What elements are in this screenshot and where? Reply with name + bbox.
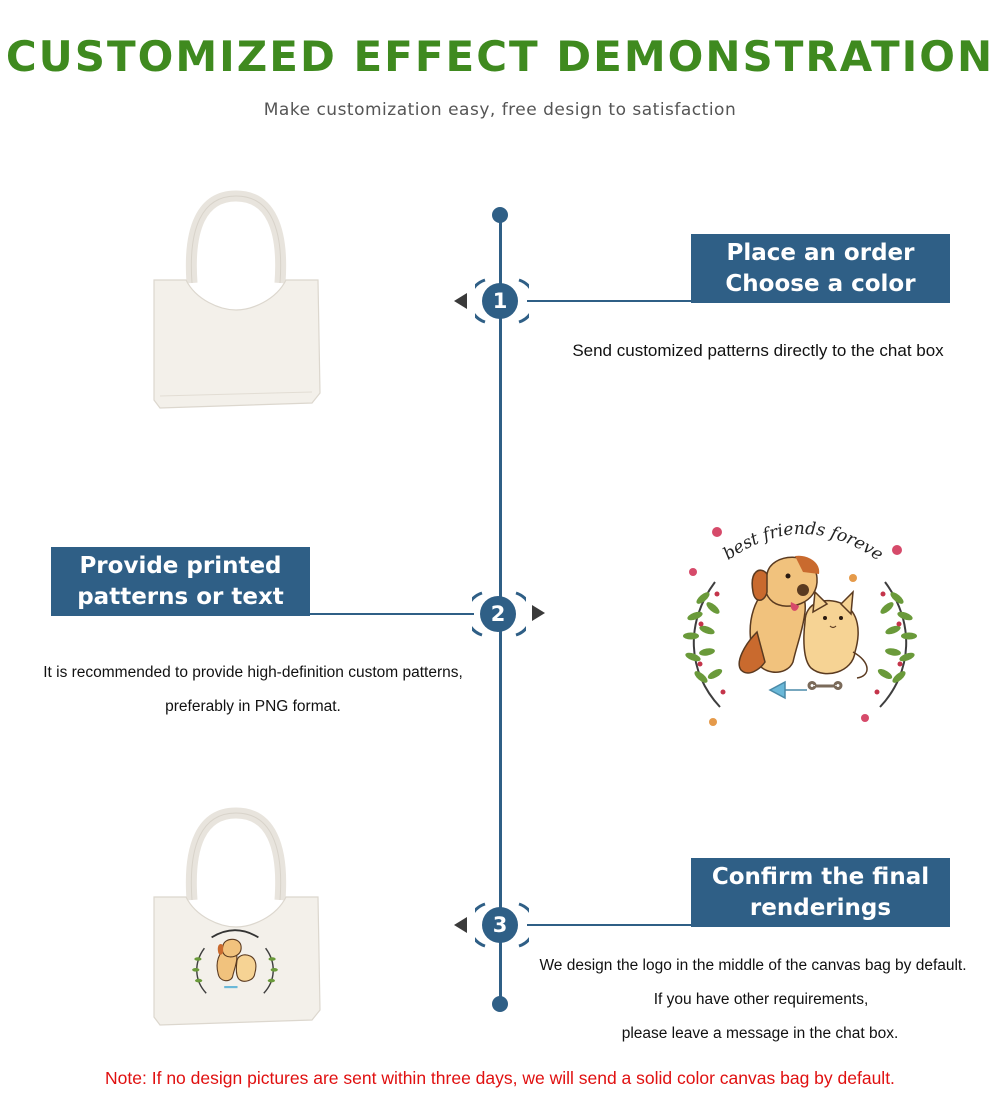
step-3-description-line2: If you have other requirements, (653, 991, 869, 1008)
step-2-bracket-icon (472, 591, 526, 637)
page-title: CUSTOMIZED EFFECT DEMONSTRATION (5, 32, 995, 81)
step-1-label-line1: Place an order (726, 240, 915, 266)
step-1-description: Send customized patterns directly to the… (572, 341, 944, 360)
step-3-badge: 3 (482, 907, 518, 943)
step-2-label-line1: Provide printed (79, 553, 282, 579)
step-3-bracket-icon (475, 902, 529, 948)
dog-and-cat-illustration: best friends forever (675, 512, 917, 726)
step-2-label-line2: patterns or text (77, 584, 284, 610)
tote-bag-blank-icon (153, 190, 321, 409)
tote-bag-printed-icon (153, 807, 321, 1026)
step-1-badge: 1 (482, 283, 518, 319)
step-1-label: Place an order Choose a color (691, 234, 950, 303)
step-3-label: Confirm the final renderings (691, 858, 950, 927)
step-1-connector (527, 300, 693, 302)
step-3-description-line1: We design the logo in the middle of the … (539, 957, 967, 974)
page-subtitle: Make customization easy, free design to … (263, 100, 737, 120)
step-2-label: Provide printed patterns or text (51, 547, 310, 616)
step-1-bracket-icon (475, 278, 529, 324)
arrow-right-icon (532, 605, 545, 621)
arrow-left-icon (454, 293, 467, 309)
arrow-left-icon (454, 917, 467, 933)
svg-text:best friends forever: best friends forever (675, 512, 887, 565)
step-2-connector (308, 613, 474, 615)
step-3-connector (527, 924, 693, 926)
step-3-label-line2: renderings (749, 895, 892, 921)
footer-note: Note: If no design pictures are sent wit… (105, 1068, 895, 1088)
design-text: best friends forever (675, 512, 887, 565)
step-3-label-line1: Confirm the final (711, 864, 930, 890)
step-2-description-line1: It is recommended to provide high-defini… (43, 664, 463, 681)
step-2-badge: 2 (480, 596, 516, 632)
timeline-start-dot (492, 207, 508, 223)
step-2-description-line2: preferably in PNG format. (165, 698, 341, 715)
step-1-label-line2: Choose a color (725, 271, 916, 297)
step-3-description-line3: please leave a message in the chat box. (621, 1025, 899, 1042)
timeline-end-dot (492, 996, 508, 1012)
